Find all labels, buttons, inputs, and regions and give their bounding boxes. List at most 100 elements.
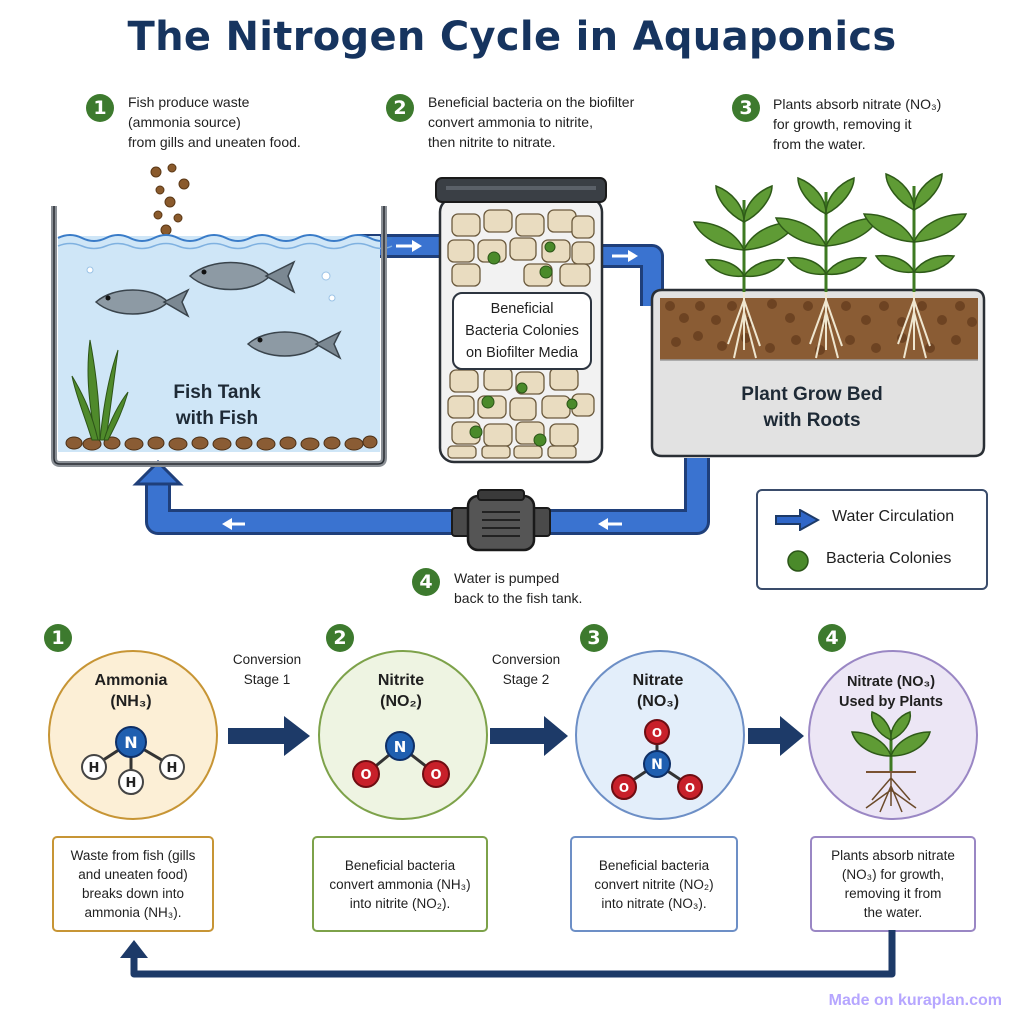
return-pipe: [132, 458, 710, 535]
system-illustration: [51, 163, 986, 552]
caption-line: convert ammonia to nitrite,: [428, 114, 593, 130]
caption-line: (ammonia source): [128, 114, 241, 130]
legend-bacteria-colonies: Bacteria Colonies: [826, 550, 952, 567]
caption-line: Beneficial bacteria on the biofilter: [428, 94, 635, 110]
conv-line: Stage 2: [502, 672, 550, 687]
desc-line: convert nitrite (NO₂): [594, 876, 714, 892]
caption-line: for growth, removing it: [773, 116, 912, 132]
step-1-badge: 1: [86, 94, 114, 122]
label-line: Plant Grow Bed: [741, 384, 883, 405]
desc-line: the water.: [863, 905, 923, 920]
caption-line: then nitrite to nitrate.: [428, 134, 556, 150]
step-2-badge: 2: [386, 94, 414, 122]
bacteria-dot-icon: [787, 550, 809, 572]
caption-line: Plants absorb nitrate (NO₃): [773, 96, 942, 112]
biofilter-media-label: Beneficial Bacteria Colonies on Biofilte…: [452, 292, 592, 370]
step-4-caption: Water is pumped back to the fish tank.: [454, 568, 654, 608]
nitrite-molecule-icon: N O O: [352, 731, 450, 788]
grow-bed-label: Plant Grow Bed with Roots: [712, 382, 912, 434]
label-line: on Biofilter Media: [465, 345, 579, 361]
aquatic-plant-icon: [71, 339, 129, 441]
step-2-caption: Beneficial bacteria on the biofilter con…: [428, 92, 688, 152]
desc-line: convert ammonia (NH₃): [329, 876, 471, 892]
plant-icon: [774, 176, 880, 292]
conv-line: Conversion: [232, 652, 302, 667]
stage-arrow-1-icon: [228, 716, 310, 756]
stage-1-description: Waste from fish (gills and uneaten food)…: [52, 836, 214, 932]
legend: Water Circulation Bacteria Colonies: [756, 489, 988, 590]
title-line: Ammonia: [94, 672, 168, 689]
caption-line: Water is pumped: [454, 570, 560, 586]
atom-label: H: [89, 761, 100, 776]
flow-arrow-icon: [775, 509, 820, 531]
stage-4-title: Nitrate (NO₃) Used by Plants: [818, 672, 964, 712]
atom-label: O: [360, 768, 371, 783]
fish-icon: [188, 260, 296, 294]
atom-label: H: [126, 776, 137, 791]
desc-line: Beneficial bacteria: [344, 857, 456, 873]
step-1-caption: Fish produce waste (ammonia source) from…: [128, 92, 368, 152]
stage-3-circle: [575, 650, 745, 820]
conv-line: Stage 1: [243, 672, 291, 687]
stage-1-title: Ammonia (NH₃): [68, 670, 194, 712]
stage-arrow-3-icon: [748, 716, 804, 756]
fish-icon: [94, 288, 190, 318]
title-line: Nitrate: [632, 672, 684, 689]
conv-line: Conversion: [491, 652, 561, 667]
nitrate-molecule-icon: N O O O: [611, 719, 703, 800]
molecule-diagrams: N H H H N O O N O O O: [81, 711, 931, 813]
title-line: Nitrate (NO₃): [846, 674, 936, 690]
fish-icon: [246, 330, 342, 360]
desc-line: Waste from fish (gills: [70, 848, 196, 863]
desc-line: into nitrate (NO₃).: [601, 895, 707, 911]
cycle-return-arrow: [120, 930, 896, 978]
conversion-stage-2-label: Conversion Stage 2: [476, 650, 576, 690]
atom-label: N: [124, 733, 137, 752]
stage-1-badge: 1: [44, 624, 72, 652]
bacteria-colonies: [469, 241, 578, 447]
atom-label: O: [652, 726, 662, 740]
atom-label: O: [619, 781, 629, 795]
atom-label: N: [394, 738, 407, 756]
desc-line: ammonia (NH₃).: [84, 905, 182, 920]
label-line: Bacteria Colonies: [465, 323, 579, 339]
title-line: (NO₂): [380, 693, 422, 710]
stage-4-description: Plants absorb nitrate (NO₃) for growth, …: [810, 836, 976, 932]
stage-2-description: Beneficial bacteria convert ammonia (NH₃…: [312, 836, 488, 932]
stage-3-title: Nitrate (NO₃): [595, 670, 721, 712]
stage-arrows: [228, 716, 804, 756]
biofilter: [435, 177, 607, 464]
watermark: Made on kuraplan.com: [828, 992, 1002, 1009]
stage-4-badge: 4: [818, 624, 846, 652]
desc-line: and uneaten food): [78, 867, 188, 882]
label-line: with Roots: [763, 410, 861, 431]
plant-icon: [862, 172, 968, 292]
desc-line: into nitrite (NO₂).: [349, 895, 451, 911]
stage-2-title: Nitrite (NO₂): [338, 670, 464, 712]
caption-line: Fish produce waste: [128, 94, 250, 110]
stage-3-description: Beneficial bacteria convert nitrite (NO₂…: [570, 836, 738, 932]
page-title: The Nitrogen Cycle in Aquaponics: [127, 14, 897, 60]
label-line: Beneficial: [490, 301, 554, 317]
title-line: (NH₃): [110, 693, 152, 710]
stage-2-badge: 2: [326, 624, 354, 652]
atom-label: O: [685, 781, 695, 795]
grow-bed: [650, 172, 986, 458]
label-line: with Fish: [175, 408, 259, 429]
pipe-filter-to-bed: [600, 244, 664, 306]
desc-line: breaks down into: [81, 886, 185, 901]
legend-water-circulation: Water Circulation: [832, 508, 955, 525]
stage-arrow-2-icon: [490, 716, 568, 756]
atom-label: H: [167, 761, 178, 776]
stage-3-badge: 3: [580, 624, 608, 652]
conversion-stage-1-label: Conversion Stage 1: [218, 650, 316, 690]
caption-line: from gills and uneaten food.: [128, 134, 301, 150]
title-line: (NO₃): [636, 693, 680, 710]
fish-tank-label: Fish Tank with Fish: [136, 380, 298, 432]
step-3-badge: 3: [732, 94, 760, 122]
seedling-icon: [851, 711, 931, 813]
caption-line: back to the fish tank.: [454, 590, 583, 606]
title-line: Used by Plants: [839, 694, 943, 710]
up-arrow-icon: [120, 940, 148, 958]
water-pump-icon: [451, 489, 551, 552]
